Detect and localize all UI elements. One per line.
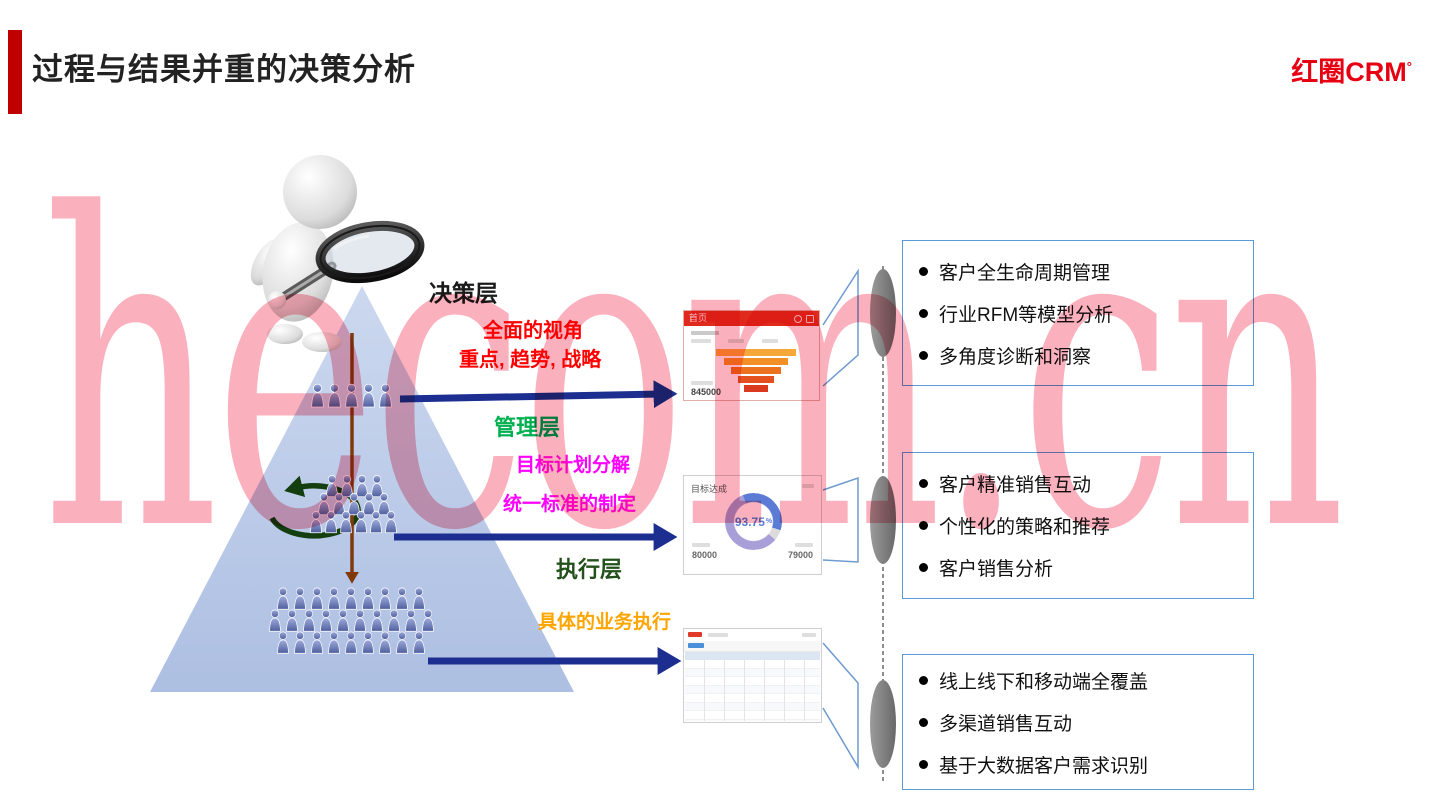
text-placeholder (691, 331, 719, 335)
benefit-item: 客户销售分析 (919, 554, 1237, 581)
magnifier-icon (268, 220, 425, 309)
title-accent-bar (8, 30, 22, 114)
benefit-item: 客户精准销售互动 (919, 470, 1237, 497)
bullet-icon (919, 521, 928, 530)
connector-bracket-3 (822, 642, 859, 770)
mobile-header-icons (790, 310, 814, 328)
sales-funnel-chart (708, 349, 804, 394)
label-management-note-2: 统一标准的制定 (503, 494, 637, 515)
brand-logo-mark: ° (1406, 59, 1412, 74)
timeline-node-2 (870, 476, 896, 564)
page-title: 过程与结果并重的决策分析 (32, 52, 416, 87)
funnel-segment (724, 358, 788, 365)
bullet-icon (919, 717, 928, 727)
gauge-left-metric: 80000 (692, 543, 717, 560)
mobile-funnel-screenshot: 首页 845000 (683, 310, 820, 401)
label-decision-note-1: 全面的视角 (483, 320, 583, 342)
gauge-value: 93.75% (734, 514, 773, 529)
text-placeholder (795, 543, 813, 547)
bullet-icon (919, 266, 928, 276)
benefit-item: 多渠道销售互动 (919, 709, 1237, 736)
funnel-segment (716, 349, 796, 356)
benefit-box-management: 客户精准销售互动 个性化的策略和推荐 客户销售分析 (902, 452, 1254, 599)
benefit-item: 个性化的策略和推荐 (919, 512, 1237, 539)
bullet-icon (919, 675, 928, 685)
brand-logo-text: 红圈CRM (1291, 57, 1407, 87)
mobile-app-header: 首页 (684, 311, 819, 326)
observer-figure (250, 155, 425, 352)
mobile-header-title: 首页 (689, 313, 708, 323)
benefit-item: 行业RFM等模型分析 (919, 300, 1237, 327)
funnel-segment (744, 385, 768, 392)
label-management-level: 管理层 (494, 415, 561, 440)
flow-arrow-decision (399, 380, 678, 409)
feedback-loop-arrow (269, 475, 361, 539)
bullet-icon (919, 759, 928, 769)
search-icon (794, 314, 802, 323)
gauge-title: 目标达成 (691, 484, 728, 494)
label-decision-note-2: 重点, 趋势, 战略 (459, 349, 602, 371)
funnel-amount-value: 845000 (691, 387, 722, 397)
benefit-box-decision: 客户全生命周期管理 行业RFM等模型分析 多角度诊断和洞察 (902, 240, 1254, 386)
benefit-item: 线上线下和移动端全覆盖 (919, 667, 1237, 694)
text-placeholder (692, 543, 710, 547)
text-placeholder (691, 339, 711, 343)
gauge-screenshot: 目标达成 93.75% 80000 79000 (683, 475, 822, 575)
text-placeholder (762, 339, 778, 343)
bullet-icon (919, 563, 928, 572)
text-placeholder (708, 633, 728, 637)
label-decision-level: 决策层 (429, 280, 498, 306)
label-management-note-1: 目标计划分解 (516, 455, 631, 476)
text-placeholder (691, 381, 713, 385)
benefit-box-execution: 线上线下和移动端全覆盖 多渠道销售互动 基于大数据客户需求识别 (902, 654, 1254, 790)
text-placeholder (728, 339, 744, 343)
funnel-segment (731, 367, 781, 374)
benefit-item: 基于大数据客户需求识别 (919, 751, 1237, 778)
data-table (685, 660, 820, 721)
menu-icon (806, 314, 814, 323)
benefit-item: 多角度诊断和洞察 (919, 342, 1237, 369)
primary-button (688, 643, 704, 648)
bullet-icon (919, 479, 928, 488)
web-table-screenshot (683, 628, 822, 723)
text-placeholder (802, 484, 814, 488)
gauge-right-metric: 79000 (788, 543, 813, 560)
table-toolbar (684, 641, 821, 660)
app-logo-mark (688, 632, 702, 637)
connector-bracket-1 (822, 268, 859, 387)
bullet-icon (919, 308, 928, 318)
table-header-row (685, 652, 820, 660)
timeline-node-1 (870, 269, 896, 357)
label-execution-note-1: 具体的业务执行 (538, 612, 672, 633)
benefit-item: 客户全生命周期管理 (919, 258, 1237, 285)
connector-bracket-2 (822, 476, 859, 563)
label-execution-level: 执行层 (556, 557, 623, 582)
funnel-segment (738, 376, 774, 383)
bullet-icon (919, 350, 928, 360)
brand-logo: 红圈CRM° (1291, 50, 1412, 89)
gauge-ring-chart (725, 493, 782, 550)
timeline-node-3 (870, 680, 896, 768)
text-placeholder (802, 633, 816, 637)
